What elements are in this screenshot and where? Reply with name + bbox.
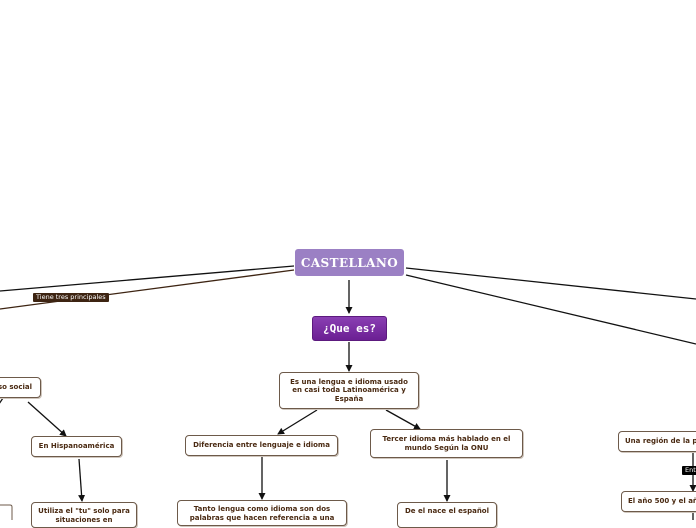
node-uso-social[interactable]: so social (0, 377, 41, 398)
link-root-right-lower (405, 274, 696, 345)
link-label-entre: Entre (682, 466, 696, 475)
link-root-left (0, 265, 295, 292)
node-hispanoamerica[interactable]: En Hispanoamérica (31, 436, 122, 457)
node-region[interactable]: Una región de la p (618, 431, 696, 452)
link-definicion-diferencia (277, 409, 318, 435)
node-tercer-idioma[interactable]: Tercer idioma más hablado en el mundo Se… (370, 429, 523, 458)
node-tanto-lengua[interactable]: Tanto lengua como idioma son dos palabra… (177, 500, 347, 526)
node-ano-500[interactable]: El año 500 y el añ (621, 491, 696, 512)
node-nace-espanol[interactable]: De el nace el español (397, 502, 497, 528)
root-node-castellano[interactable]: CASTELLANO (295, 249, 404, 276)
link-social-hispano (27, 401, 67, 437)
link-root-right-upper (405, 267, 696, 300)
link-hispano-utiliza (78, 458, 86, 502)
link-root-left-brown (0, 269, 295, 310)
link-label-tiene-tres: Tiene tres principales (33, 293, 109, 302)
link-social-left (0, 397, 4, 404)
link-definicion-tercer (385, 409, 421, 430)
question-node-que-es[interactable]: ¿Que es? (312, 316, 387, 341)
partial-box-left-bottom (0, 504, 13, 520)
node-utiliza-tu[interactable]: Utiliza el "tu" solo para situaciones en (31, 502, 137, 528)
node-diferencia[interactable]: Diferencia entre lenguaje e idioma (185, 435, 338, 456)
node-definicion[interactable]: Es una lengua e idioma usado en casi tod… (279, 372, 419, 409)
